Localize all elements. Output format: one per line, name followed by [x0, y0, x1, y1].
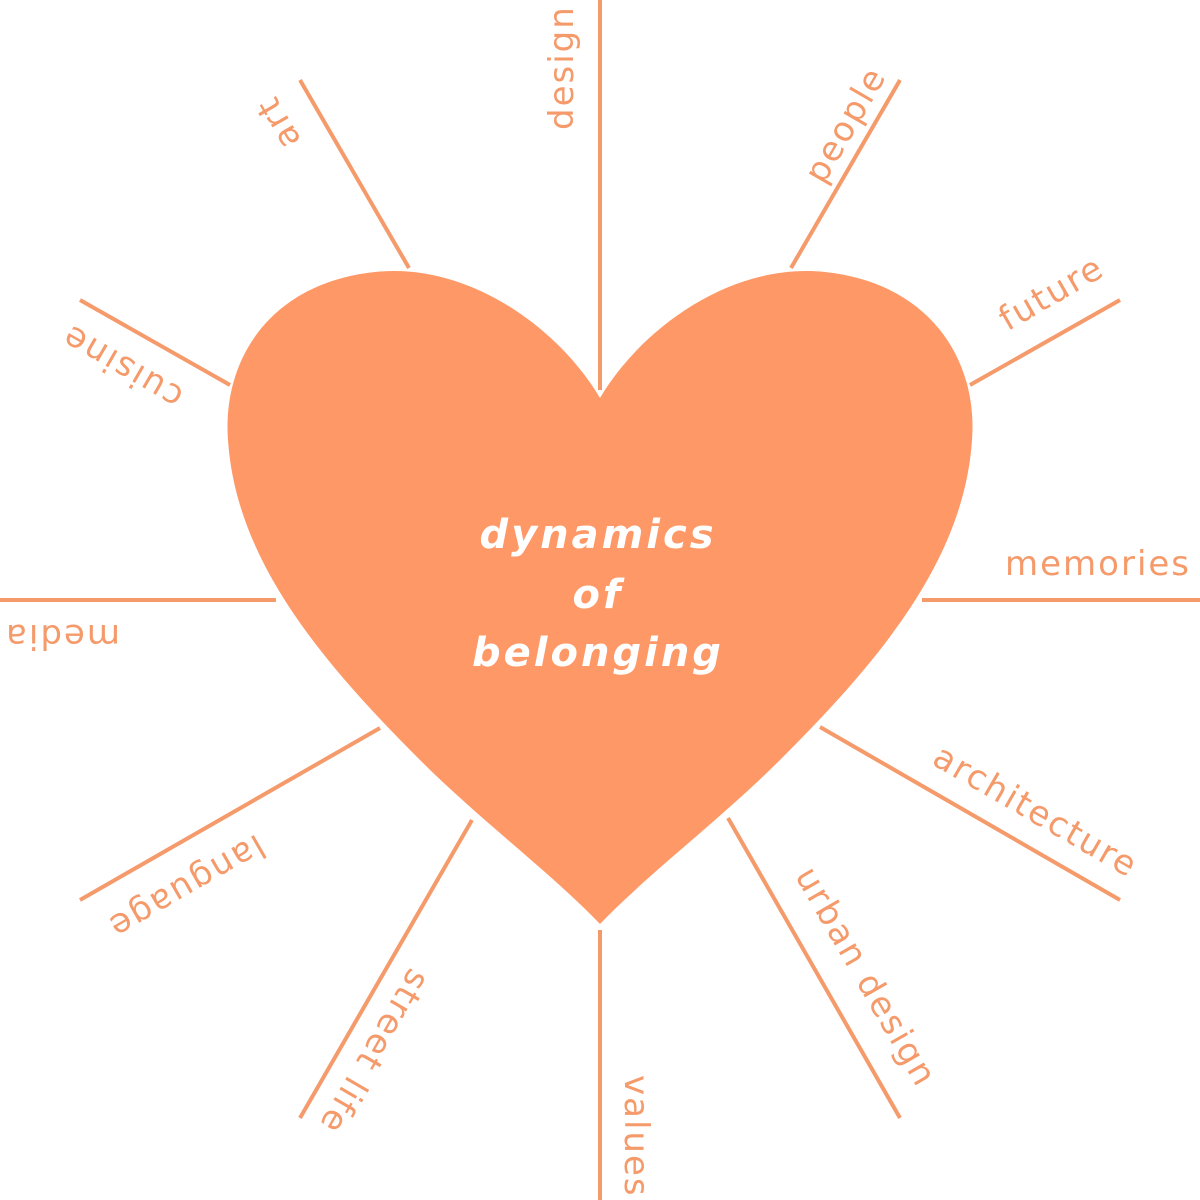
spoke-line-language — [79, 726, 381, 902]
spoke-label-future: future — [992, 247, 1111, 339]
center-title: dynamics of belonging — [472, 512, 724, 676]
spoke-line-people — [789, 78, 902, 270]
spoke-label-media: media — [4, 616, 120, 656]
center-title-line-1: dynamics — [479, 512, 716, 558]
spoke-line-art — [298, 78, 411, 270]
spoke-label-values: values — [616, 1075, 656, 1198]
spoke-line-cuisine — [79, 298, 231, 387]
spoke-line-architecture — [819, 725, 1121, 902]
spoke-line-urban-design — [726, 817, 902, 1119]
center-title-line-3: belonging — [472, 630, 724, 676]
center-title-line-2: of — [573, 572, 625, 618]
spoke-label-cuisine: cuisine — [55, 316, 190, 417]
spoke-line-future — [969, 298, 1121, 387]
spoke-label-memories: memories — [1005, 544, 1191, 584]
spoke-label-language: language — [101, 826, 272, 948]
spoke-label-art: art — [248, 89, 310, 156]
spoke-label-architecture: architecture — [926, 737, 1145, 887]
spoke-line-street-life — [298, 819, 474, 1119]
heart-shape — [227, 271, 973, 924]
spoke-label-design: design — [542, 5, 582, 130]
